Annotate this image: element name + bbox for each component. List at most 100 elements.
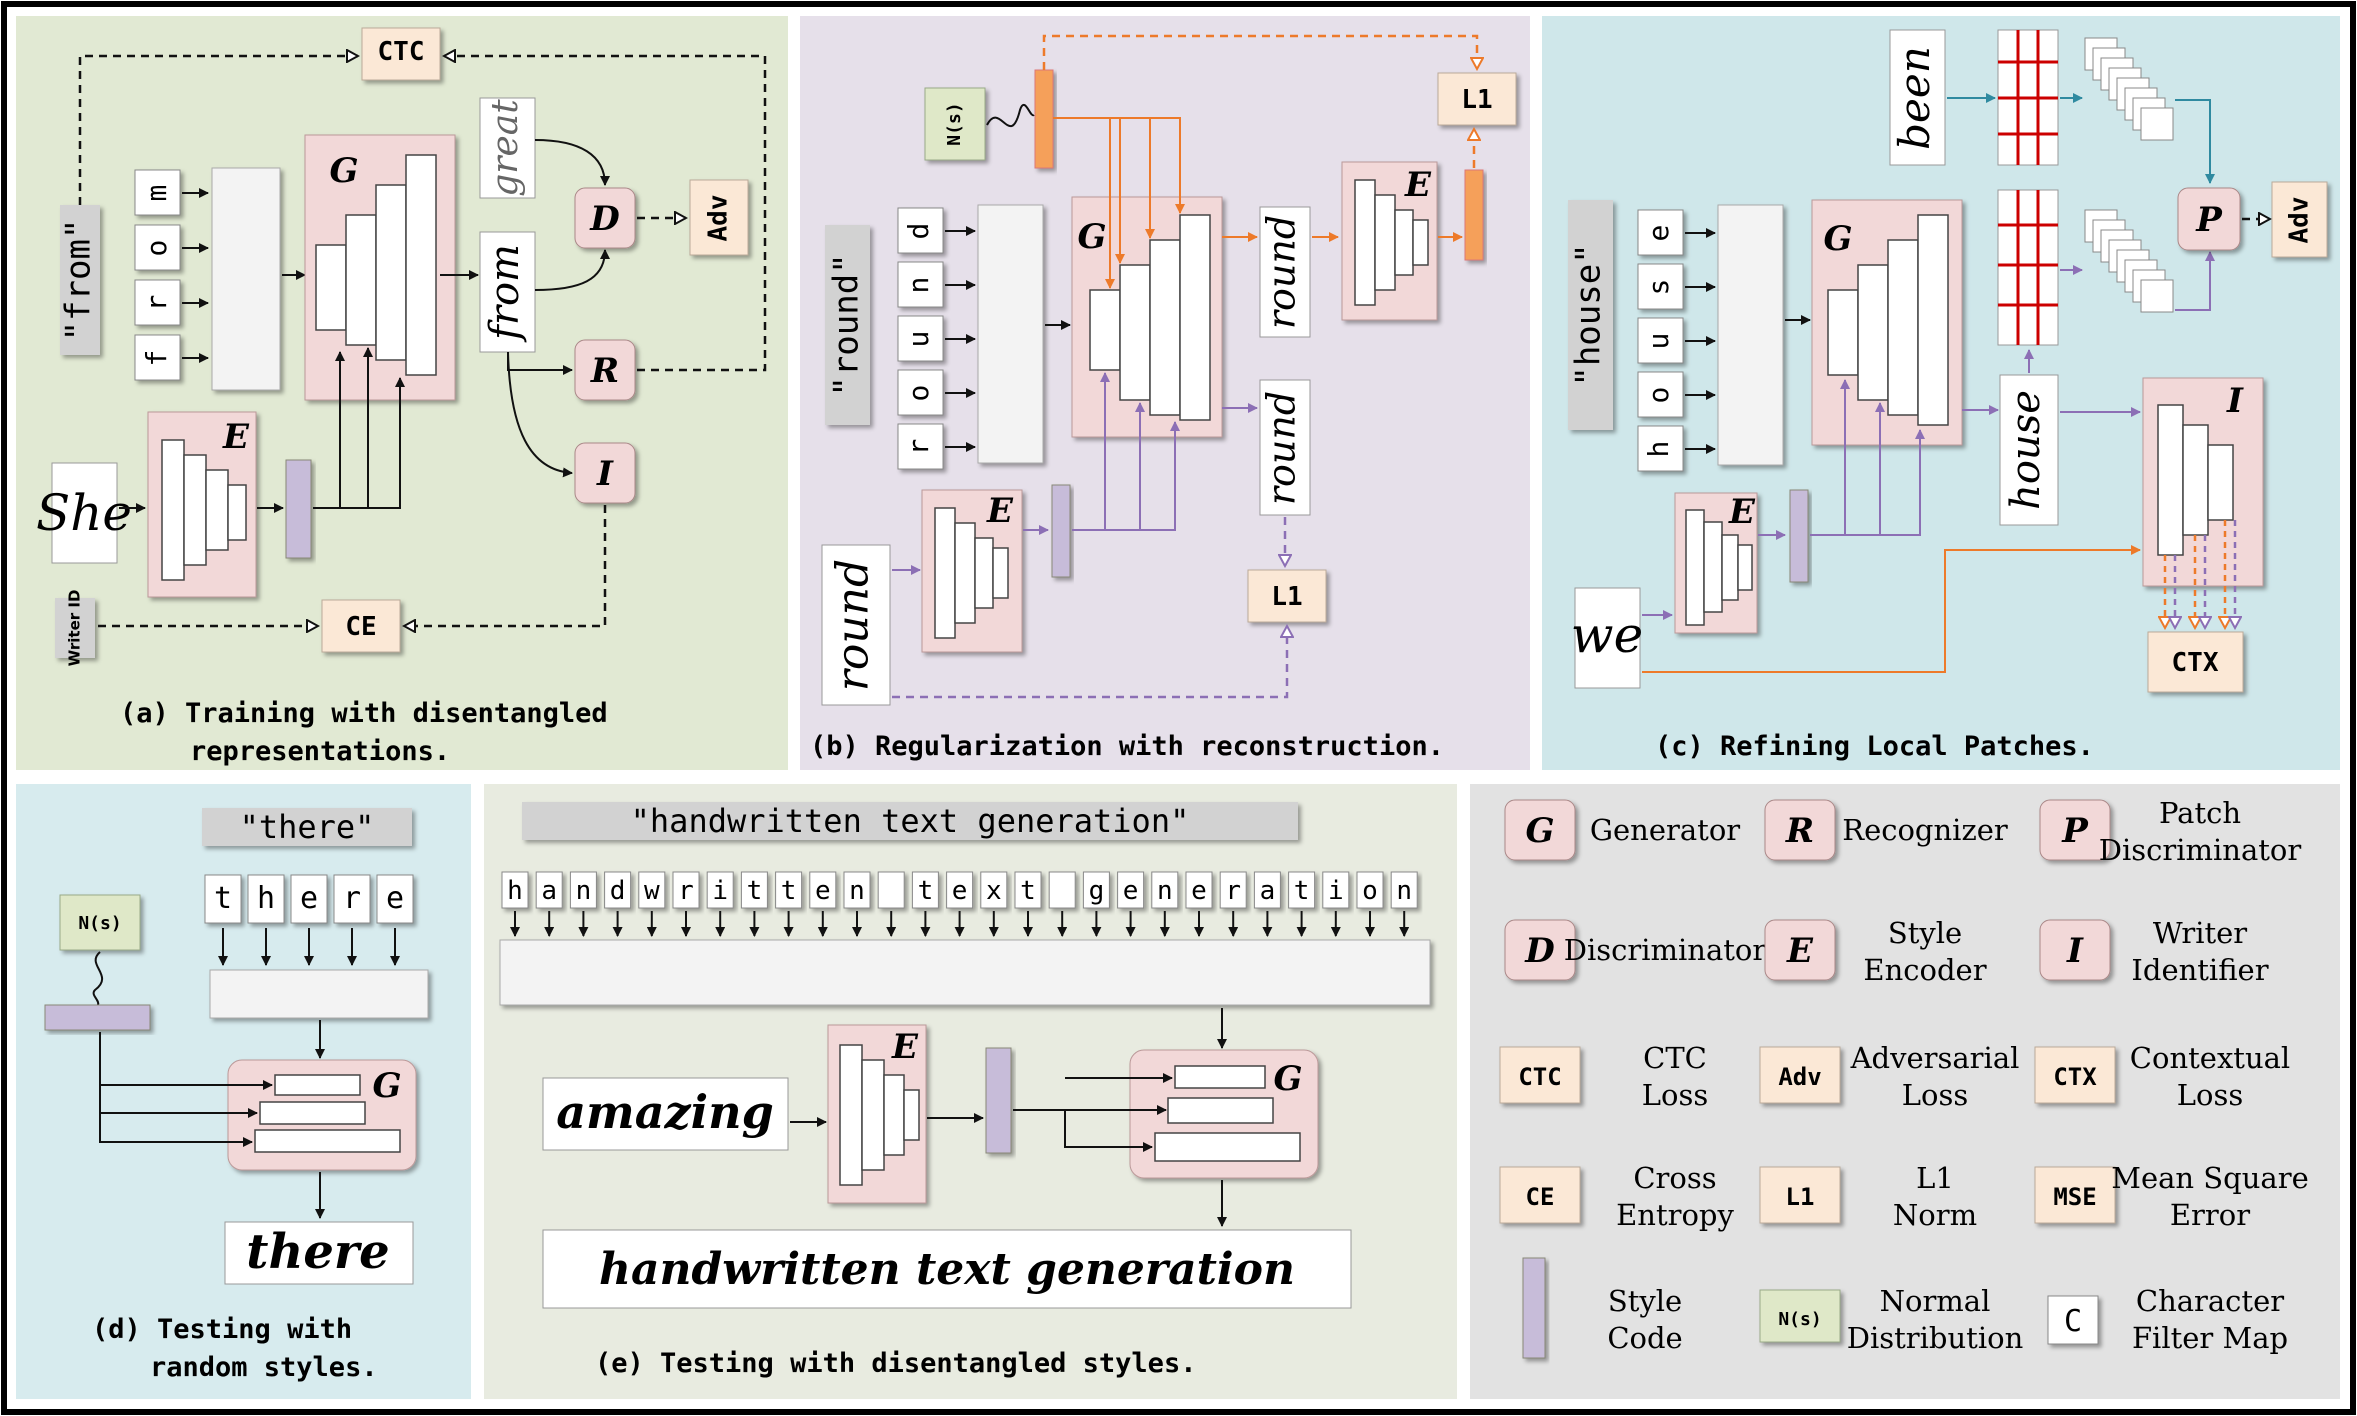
legend-symbol: CE <box>1526 1183 1555 1211</box>
char-filter-map-e <box>1082 871 1110 909</box>
legend-label-line1: Style <box>1608 1284 1682 1318</box>
input-text-label-a <box>60 205 100 355</box>
output-sample-text-e: handwritten text generation <box>599 1244 1295 1295</box>
legend-label-line1: L1 <box>1916 1161 1954 1195</box>
legend-label: Recognizer <box>1842 813 2008 847</box>
char-e-10: n <box>849 876 865 906</box>
legend-symbol: L1 <box>1786 1183 1815 1211</box>
char-c-4: h <box>1642 441 1675 458</box>
legend-symbol: R <box>1785 811 1814 851</box>
char-embedding-block-c <box>1717 204 1784 466</box>
legend-symbol: C <box>2064 1304 2082 1339</box>
ce-loss-a <box>321 599 401 653</box>
style-encoder-label-b: E <box>986 491 1014 531</box>
char-filter-map-e <box>1014 871 1042 909</box>
recognizer-module-a <box>574 339 636 401</box>
char-filter-map-e <box>1390 871 1418 909</box>
char-filter-map-e <box>843 871 871 909</box>
real-sample-c <box>1889 29 1946 166</box>
legend-symbol: E <box>1786 931 1814 971</box>
legend-label-line1: Writer <box>2153 916 2247 950</box>
ce-loss-label-a: CE <box>345 612 376 642</box>
generated-sample-a <box>479 231 536 353</box>
char-e-4: w <box>644 876 660 906</box>
char-filter-maps-d <box>204 874 414 924</box>
legend-label-line2: Loss <box>1642 1078 1708 1112</box>
char-filter-map-e <box>946 871 974 909</box>
legend-item-1: R Recognizer <box>1764 799 2008 861</box>
char-filter-map-e <box>706 871 734 909</box>
adv-loss-a <box>689 179 749 256</box>
char-e-6: i <box>712 876 728 906</box>
legend-label-line2: Distribution <box>1847 1321 2024 1355</box>
char-d-1: h <box>257 881 275 916</box>
char-filter-map-e <box>604 871 632 909</box>
generator-label-e: G <box>1273 1059 1302 1099</box>
writer-identifier-label-a: I <box>596 454 614 494</box>
style-code-b <box>1051 484 1071 578</box>
char-e-26: n <box>1396 876 1412 906</box>
legend-label-line1: Patch <box>2159 796 2241 830</box>
generator-label-b: G <box>1077 217 1106 257</box>
char-a-1: o <box>140 240 173 257</box>
char-e-7: t <box>747 876 763 906</box>
patch-discriminator-label-c: P <box>2195 200 2223 240</box>
legend-label-line2: Filter Map <box>2132 1321 2288 1355</box>
patch-grid-bottom-c <box>1997 189 2059 346</box>
generated-sample-2-b <box>1259 379 1311 516</box>
legend-symbol-box <box>1504 799 1576 861</box>
l1-loss-bottom-label-b: L1 <box>1271 582 1302 612</box>
legend-label-line1: Normal <box>1880 1284 1991 1318</box>
style-code-d <box>44 1004 151 1031</box>
legend-label-line2: Entropy <box>1616 1198 1734 1232</box>
legend-loss-box <box>2034 1046 2116 1104</box>
writer-identifier-module-a <box>574 442 636 504</box>
panel-a: "from" m o r f G fr <box>36 27 767 767</box>
legend-loss-box <box>1499 1046 1581 1104</box>
noise-text-d: N(s) <box>78 913 121 934</box>
char-filter-map-e <box>1151 871 1179 909</box>
ctx-loss-c <box>2147 631 2244 693</box>
char-b-1: n <box>902 277 935 294</box>
legend-label-line1: Character <box>2136 1284 2284 1318</box>
char-embedding-block-a <box>211 167 281 391</box>
style-sample-text-c: we <box>1571 606 1643 664</box>
char-filter-map-e <box>877 871 905 909</box>
generated-sample-text-a: from <box>482 244 528 343</box>
discriminator-label-a: D <box>589 199 620 239</box>
legend-label-line2: Loss <box>2177 1078 2243 1112</box>
legend-label-line2: Discriminator <box>2099 833 2302 867</box>
char-c-0: e <box>1642 225 1675 242</box>
input-text-c: "house" <box>1569 243 1609 386</box>
generated-sample-c <box>1999 374 2059 526</box>
ctx-loss-label-c: CTX <box>2172 648 2219 678</box>
char-e-13: e <box>952 876 968 906</box>
char-filter-map-e <box>569 871 597 909</box>
style-sample-a <box>51 462 118 564</box>
caption-a-line1: (a) Training with disentangled <box>120 698 608 729</box>
legend-symbol: MSE <box>2053 1183 2096 1211</box>
legend-symbol-box <box>2039 919 2111 981</box>
recognizer-label-a: R <box>590 351 619 391</box>
style-encoder-label-a: E <box>222 417 250 457</box>
legend-symbol-box <box>1764 799 1836 861</box>
char-filter-map-e <box>1356 871 1384 909</box>
legend-symbol: Adv <box>1778 1063 1821 1091</box>
legend-label-line2: Identifier <box>2131 953 2268 987</box>
style-code-noise-b <box>1034 69 1054 169</box>
legend-label-line2: Norm <box>1893 1198 1977 1232</box>
patch-stack-bottom-c <box>2084 209 2174 313</box>
l1-loss-bottom-b <box>1247 569 1327 623</box>
legend-char-filter <box>2047 1295 2099 1345</box>
char-d-4: e <box>386 881 404 916</box>
legend-label-line1: Mean Square <box>2111 1161 2308 1195</box>
char-d-0: t <box>214 881 232 916</box>
input-text-e: "handwritten text generation" <box>631 802 1190 840</box>
legend-symbol-box <box>1504 919 1576 981</box>
